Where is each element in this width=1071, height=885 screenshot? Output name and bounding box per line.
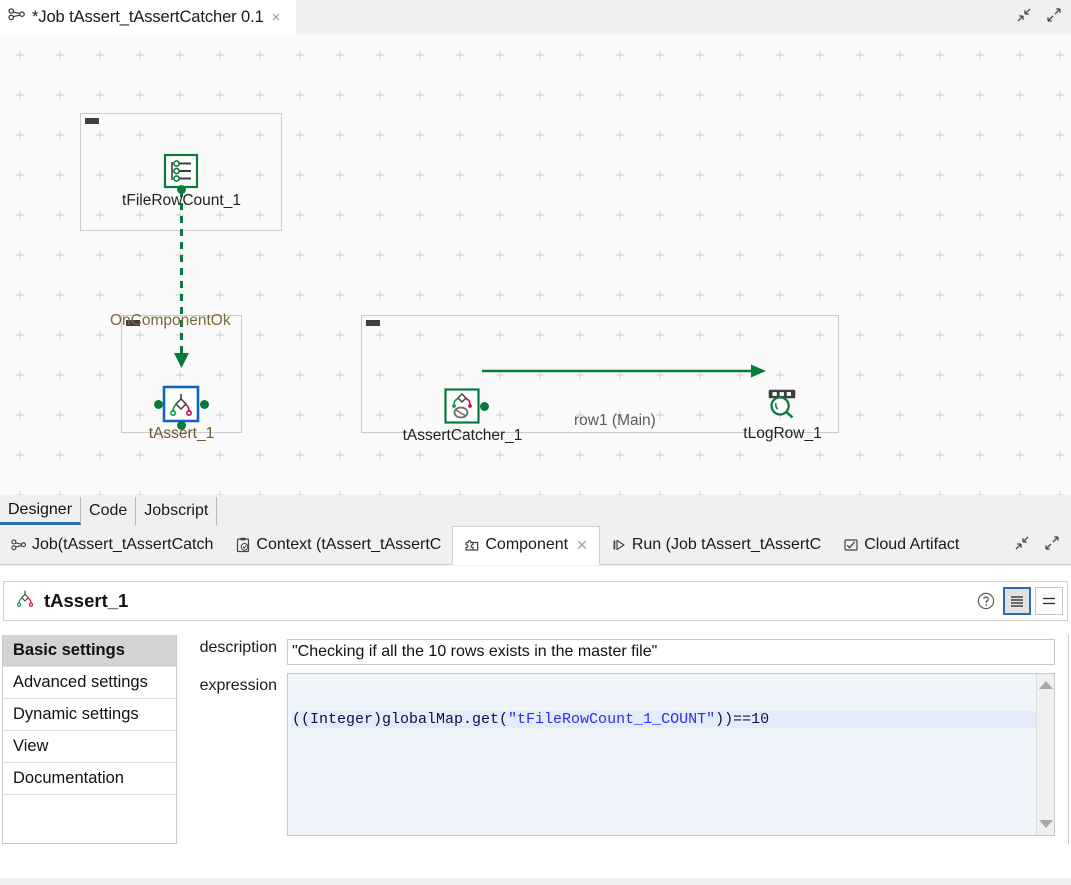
editor-tab-job[interactable]: *Job tAssert_tAssertCatcher 0.1 × (0, 0, 296, 35)
cloud-artifact-icon (843, 537, 859, 553)
description-label: description (199, 639, 277, 656)
field-row-expression: expression ((Integer)globalMap.get("tFil… (177, 673, 1057, 836)
node-port-bottom[interactable] (177, 421, 186, 430)
panel-tab-component[interactable]: Component ✕ (452, 525, 600, 565)
panel-tab-run[interactable]: Run (Job tAssert_tAssertC (600, 526, 832, 565)
sidebar-item-label: Dynamic settings (13, 705, 139, 723)
panel-controls (1013, 534, 1071, 557)
description-input[interactable] (287, 639, 1055, 665)
sidebar-item-view[interactable]: View (3, 731, 176, 763)
page-title: tAssert_1 (44, 590, 129, 611)
panel-tab-context-label: Context (tAssert_tAssertC (256, 536, 442, 553)
scroll-down-icon[interactable] (1038, 820, 1053, 828)
tab-code-label: Code (89, 502, 128, 519)
job-icon (8, 7, 26, 28)
sidebar-item-basic-settings[interactable]: Basic settings (3, 635, 176, 667)
minimize-icon[interactable] (1013, 534, 1031, 557)
tab-jobscript[interactable]: Jobscript (136, 497, 218, 525)
maximize-icon[interactable] (1045, 6, 1063, 24)
link-label-oncomponentok[interactable]: OnComponentOk (110, 312, 231, 329)
list-dense-icon[interactable] (1003, 587, 1031, 615)
node-tfilerowcount-1[interactable]: tFileRowCount_1 (122, 152, 241, 209)
node-port-left[interactable] (154, 400, 163, 409)
node-label: tAssertCatcher_1 (402, 427, 523, 444)
tab-code[interactable]: Code (81, 497, 137, 525)
context-icon (235, 537, 251, 553)
sidebar-item-documentation[interactable]: Documentation (3, 763, 176, 795)
scroll-up-icon[interactable] (1038, 681, 1053, 689)
panel-tab-job[interactable]: Job(tAssert_tAssertCatch (0, 526, 224, 565)
subjob-collapse-handle[interactable] (126, 320, 140, 326)
row-arrow (751, 364, 766, 378)
node-port-out[interactable] (480, 402, 489, 411)
expression-string-literal: "tFileRowCount_1_COUNT" (508, 711, 716, 728)
tab-designer[interactable]: Designer (0, 497, 82, 525)
tab-designer-label: Designer (8, 500, 73, 518)
link-label-row1[interactable]: row1 (Main) (574, 412, 656, 429)
log-row-icon (763, 385, 801, 423)
view-tab-bar: Designer Code Jobscript (0, 495, 1071, 525)
canvas-connections (174, 190, 766, 378)
subjob-assertcatcher[interactable] (361, 315, 839, 433)
panel-tab-run-label: Run (Job tAssert_tAssertC (631, 536, 822, 553)
file-row-count-icon (162, 152, 200, 190)
node-port-out[interactable] (177, 185, 186, 194)
assert-icon (14, 588, 36, 615)
expression-suffix: ))==10 (715, 711, 770, 728)
close-icon[interactable]: ✕ (576, 536, 588, 553)
subjob-collapse-handle[interactable] (366, 320, 380, 326)
expression-scrollbar[interactable] (1036, 674, 1054, 835)
node-label: tLogRow_1 (743, 425, 822, 442)
panel-tab-context[interactable]: Context (tAssert_tAssertC (224, 526, 452, 565)
panel-tab-component-label: Component (485, 536, 569, 553)
field-row-description: description (177, 639, 1057, 665)
close-icon[interactable]: × (271, 9, 281, 26)
sidebar-item-label: Basic settings (13, 641, 125, 659)
node-tassertcatcher-1[interactable]: tAssertCatcher_1 (403, 387, 522, 444)
maximize-icon[interactable] (1043, 534, 1061, 557)
component-header-buttons (969, 582, 1067, 620)
node-tlogrow-1[interactable]: tLogRow_1 (743, 385, 822, 442)
panel-tab-job-label: Job(tAssert_tAssertCatch (32, 536, 214, 553)
panel-tab-cloud-artifact-label: Cloud Artifact (864, 536, 960, 553)
minimize-icon[interactable] (1015, 6, 1033, 24)
editor-tab-title: *Job tAssert_tAssertCatcher 0.1 (32, 8, 264, 26)
expression-prefix: ((Integer)globalMap.get( (292, 711, 509, 728)
help-icon[interactable] (969, 582, 1003, 620)
basic-settings-fields: description expression ((Integer)globalM… (177, 635, 1069, 844)
sidebar-item-label: Documentation (13, 769, 124, 787)
assert-catcher-icon (443, 387, 481, 425)
window-controls (1015, 6, 1063, 24)
node-tassert-1[interactable]: tAssert_1 (149, 385, 214, 442)
trigger-arrow (174, 353, 189, 368)
node-label: tFileRowCount_1 (122, 192, 241, 209)
tab-jobscript-label: Jobscript (144, 502, 209, 519)
footer-strip (0, 878, 1071, 885)
sidebar-item-label: Advanced settings (13, 673, 148, 691)
sidebar-item-dynamic-settings[interactable]: Dynamic settings (3, 699, 176, 731)
sidebar-item-label: View (13, 737, 49, 755)
job-design-canvas[interactable]: tFileRowCount_1 tAssert_1 (0, 35, 1071, 495)
panel-tab-bar: Job(tAssert_tAssertCatch Context (tAsser… (0, 525, 1071, 565)
subjob-assert[interactable] (121, 315, 242, 433)
editor-tab-bar: *Job tAssert_tAssertCatcher 0.1 × (0, 0, 1071, 35)
subjob-collapse-handle[interactable] (85, 118, 99, 124)
panel-tab-cloud-artifact[interactable]: Cloud Artifact (832, 526, 970, 565)
node-label: tAssert_1 (148, 425, 215, 442)
component-header: tAssert_1 (3, 581, 1068, 621)
node-port-right[interactable] (200, 400, 209, 409)
expression-label: expression (199, 677, 277, 694)
assert-icon (162, 385, 200, 423)
component-icon (464, 537, 480, 553)
expression-editor[interactable]: ((Integer)globalMap.get("tFileRowCount_1… (287, 673, 1055, 836)
list-sparse-icon[interactable] (1035, 587, 1063, 615)
expression-line: ((Integer)globalMap.get("tFileRowCount_1… (292, 711, 1050, 728)
settings-list: Basic settings Advanced settings Dynamic… (2, 635, 177, 844)
sidebar-item-advanced-settings[interactable]: Advanced settings (3, 667, 176, 699)
component-properties-panel: tAssert_1 (0, 566, 1071, 878)
job-icon (11, 537, 27, 553)
run-icon (611, 537, 627, 553)
